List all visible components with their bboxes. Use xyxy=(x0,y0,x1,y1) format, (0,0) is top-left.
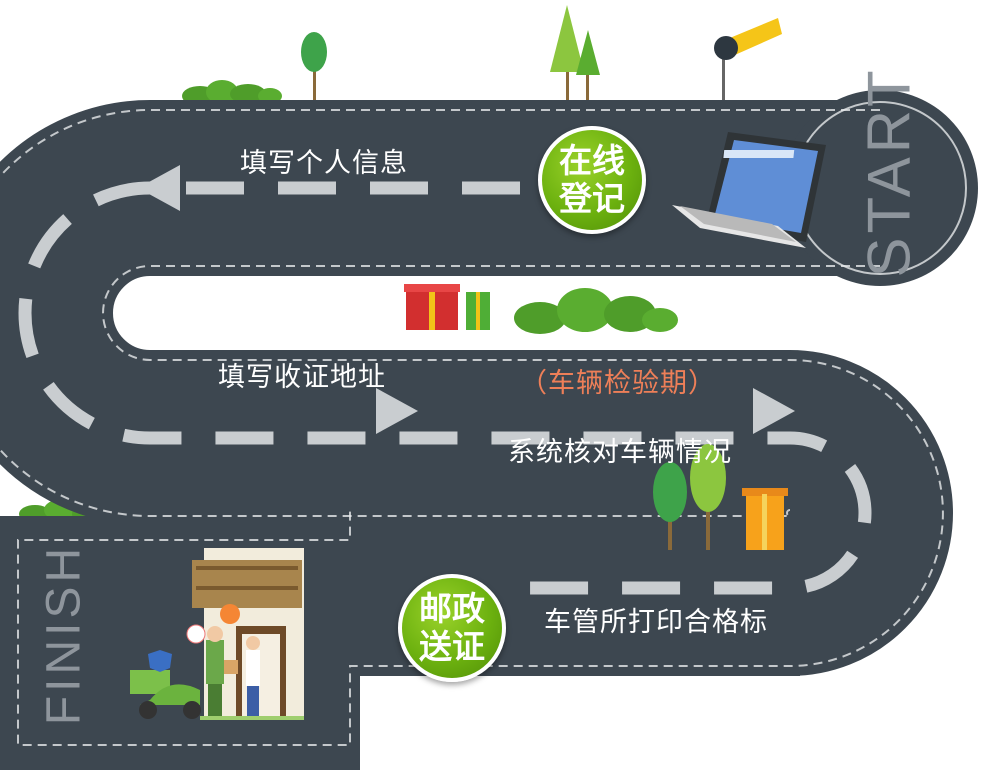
bush-icon xyxy=(514,288,678,334)
step-inspection-period: （车辆检验期） xyxy=(520,368,716,399)
windsock-icon xyxy=(714,18,782,100)
road xyxy=(0,90,978,770)
station-online-line1: 在线 xyxy=(559,141,625,180)
arrow-right-icon xyxy=(753,388,795,434)
station-postal-delivery: 邮政 送证 xyxy=(398,574,506,682)
station-online-registration: 在线 登记 xyxy=(538,126,646,234)
step-system-check: 系统核对车辆情况 xyxy=(508,437,732,468)
tree-icon xyxy=(653,444,726,550)
station-online-line2: 登记 xyxy=(559,179,625,218)
gift-box-icon xyxy=(742,488,788,550)
step-fill-address: 填写收证地址 xyxy=(218,362,386,393)
courier-house-icon xyxy=(130,548,304,720)
arrow-left-icon xyxy=(138,165,180,211)
station-postal-line2: 送证 xyxy=(419,627,485,666)
finish-label: FINISH xyxy=(37,543,91,726)
step-fill-personal-info: 填写个人信息 xyxy=(240,148,408,179)
step-print-label: 车管所打印合格标 xyxy=(544,607,768,638)
station-postal-line1: 邮政 xyxy=(419,589,485,628)
start-label: START xyxy=(855,66,923,278)
arrow-right-icon xyxy=(376,388,418,434)
tree-icon xyxy=(301,32,327,100)
laptop-icon xyxy=(672,132,826,248)
pine-tree-icon xyxy=(550,5,600,100)
gift-box-icon xyxy=(404,284,490,330)
